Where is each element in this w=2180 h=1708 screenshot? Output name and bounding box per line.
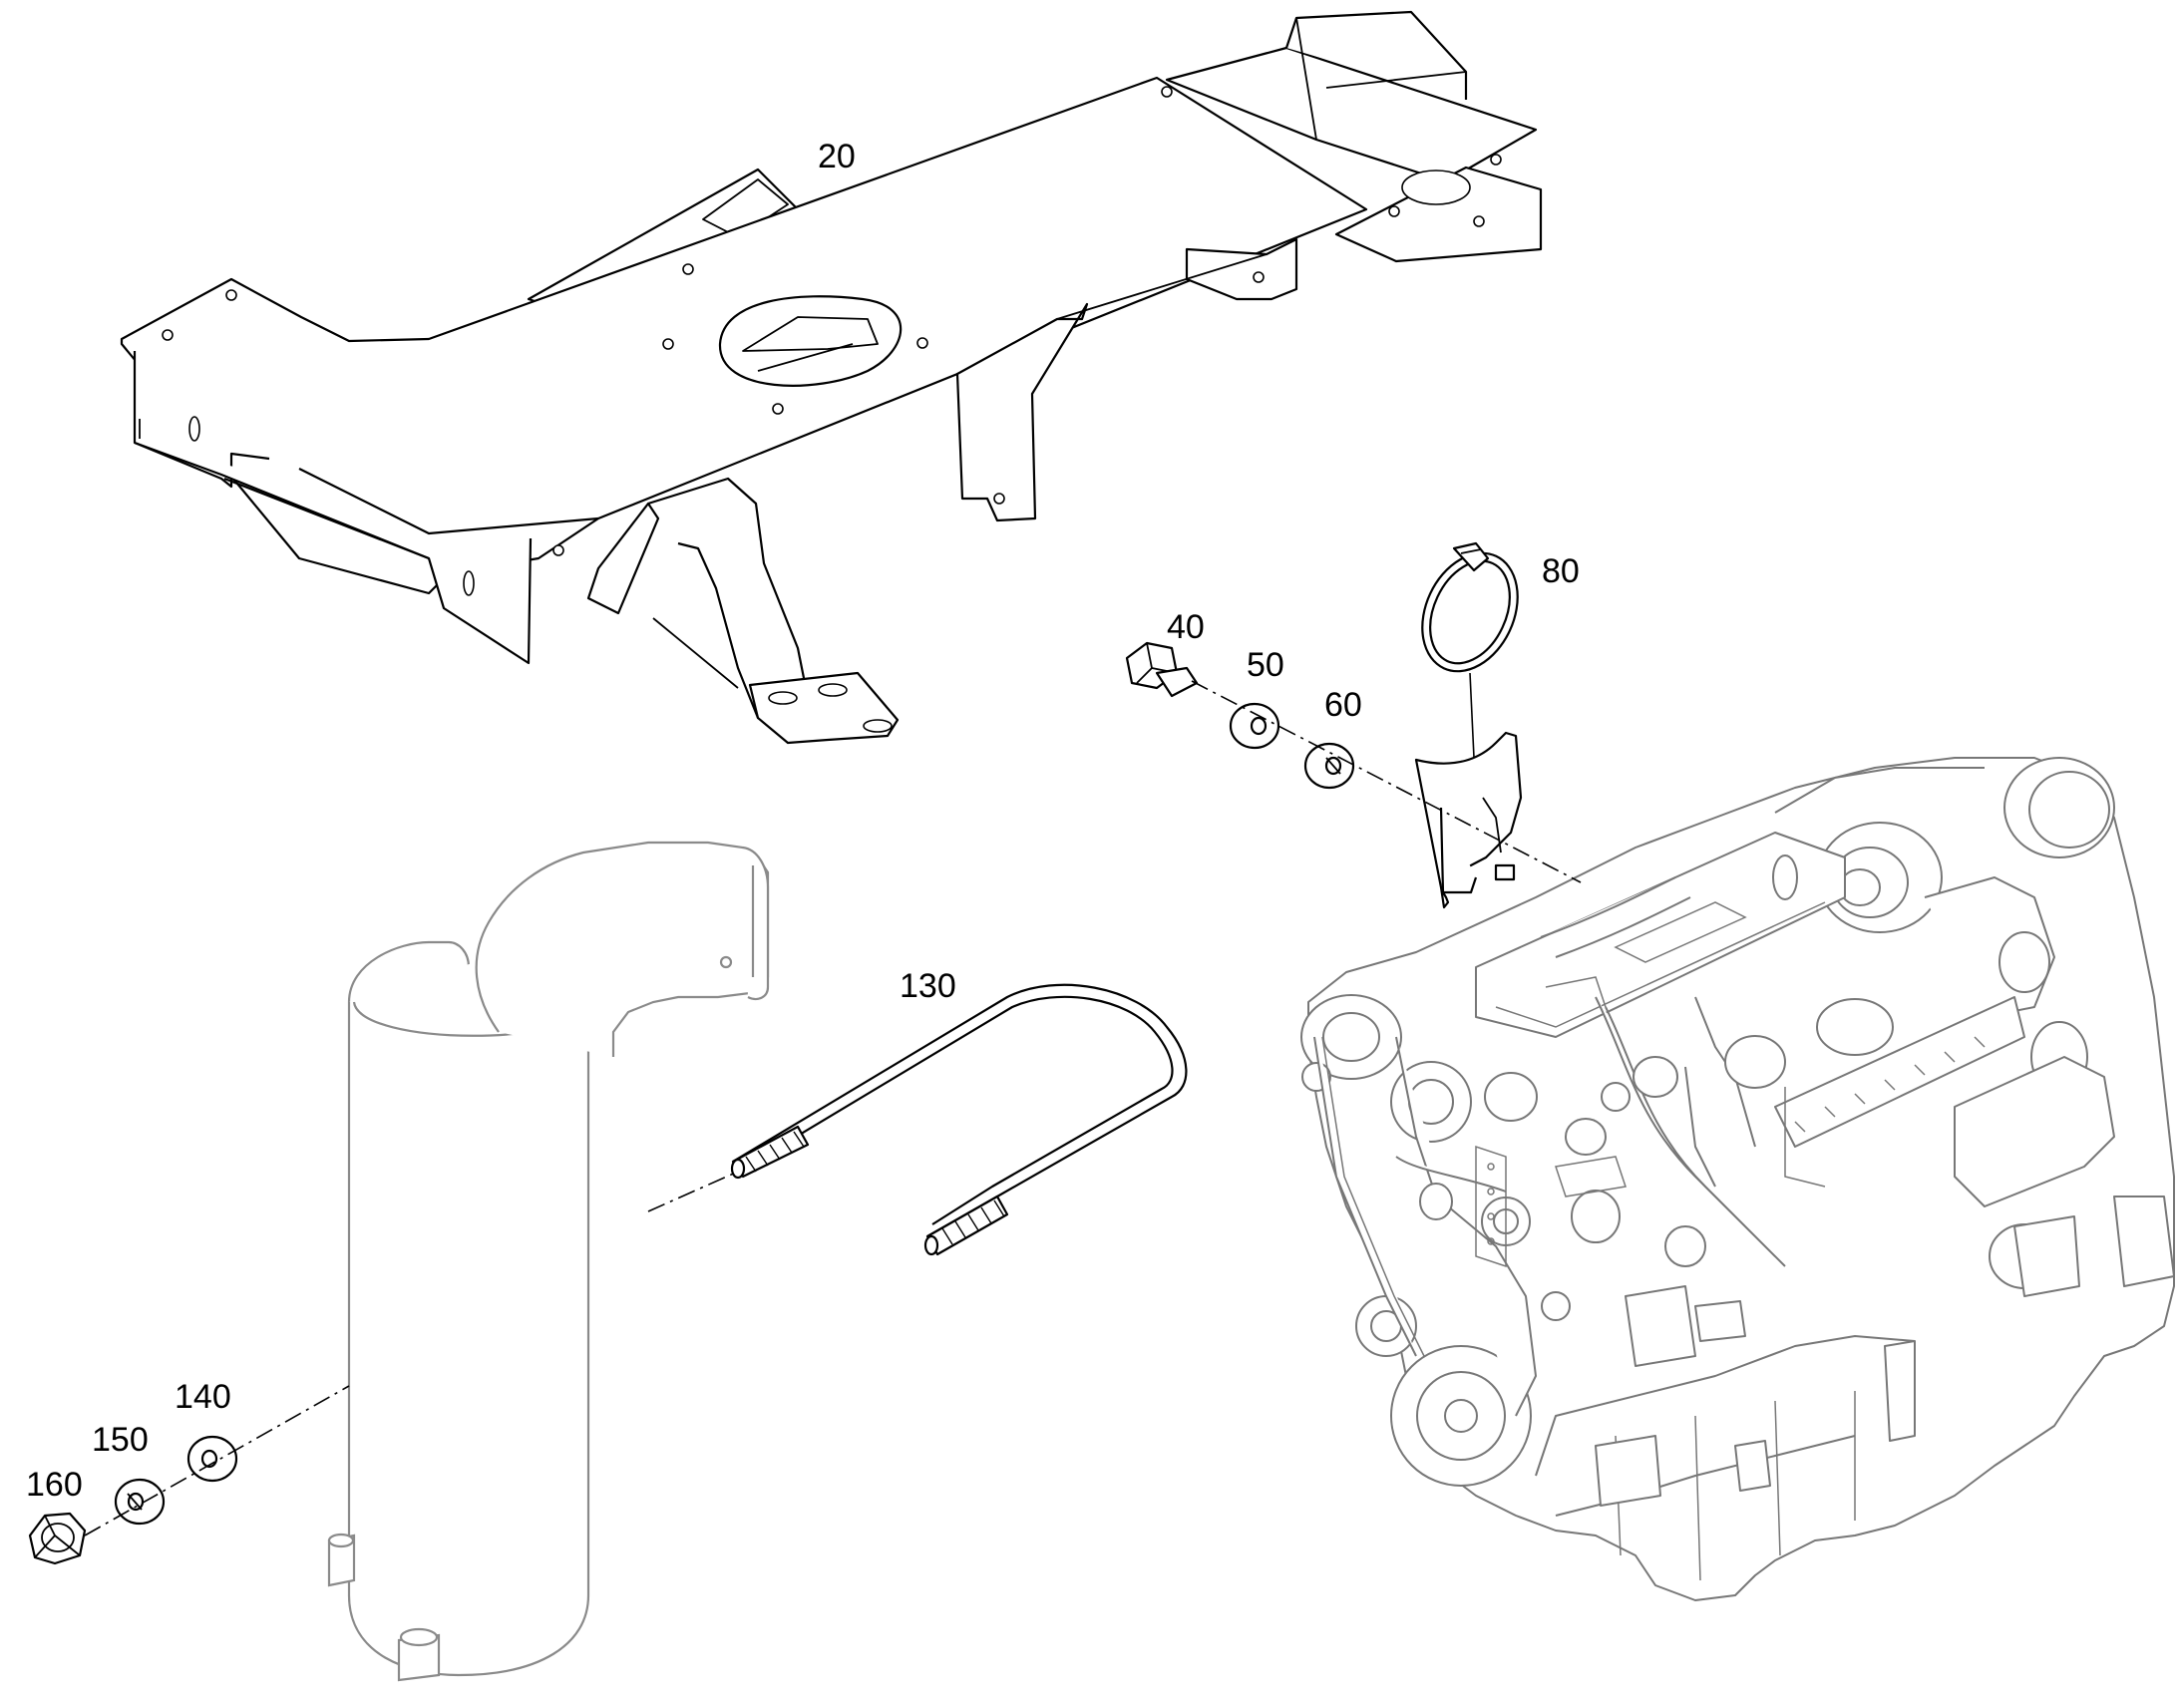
callout-50: 50 [1247, 646, 1284, 684]
lock-washer-part-150 [114, 1478, 166, 1526]
callout-140: 140 [175, 1378, 231, 1416]
nut-axis-line [84, 1385, 350, 1537]
flat-washer-part-140 [186, 1435, 238, 1483]
hose-clamp-part-80 [1421, 541, 1519, 673]
support-bracket-part-20 [120, 10, 1543, 745]
bolt-part-40 [1125, 641, 1199, 698]
callout-20: 20 [818, 138, 856, 175]
callout-60: 60 [1324, 686, 1362, 724]
callout-80: 80 [1542, 552, 1580, 590]
callout-160: 160 [26, 1466, 83, 1504]
muffler [327, 841, 770, 1682]
lock-washer-part-60 [1303, 742, 1355, 790]
u-bolt-part-130 [730, 983, 1188, 1256]
bolt-axis-line [1191, 680, 1582, 883]
hex-nut-part-160 [28, 1512, 87, 1565]
engine-assembly [1300, 757, 2175, 1601]
washer-part-50 [1229, 702, 1280, 750]
clamp-leader-line [1469, 672, 1475, 759]
callout-130: 130 [900, 967, 956, 1005]
callout-40: 40 [1167, 608, 1205, 646]
u-bolt-axis-line [647, 1171, 739, 1212]
callout-150: 150 [92, 1421, 149, 1459]
exhaust-fitting [1414, 731, 1523, 909]
